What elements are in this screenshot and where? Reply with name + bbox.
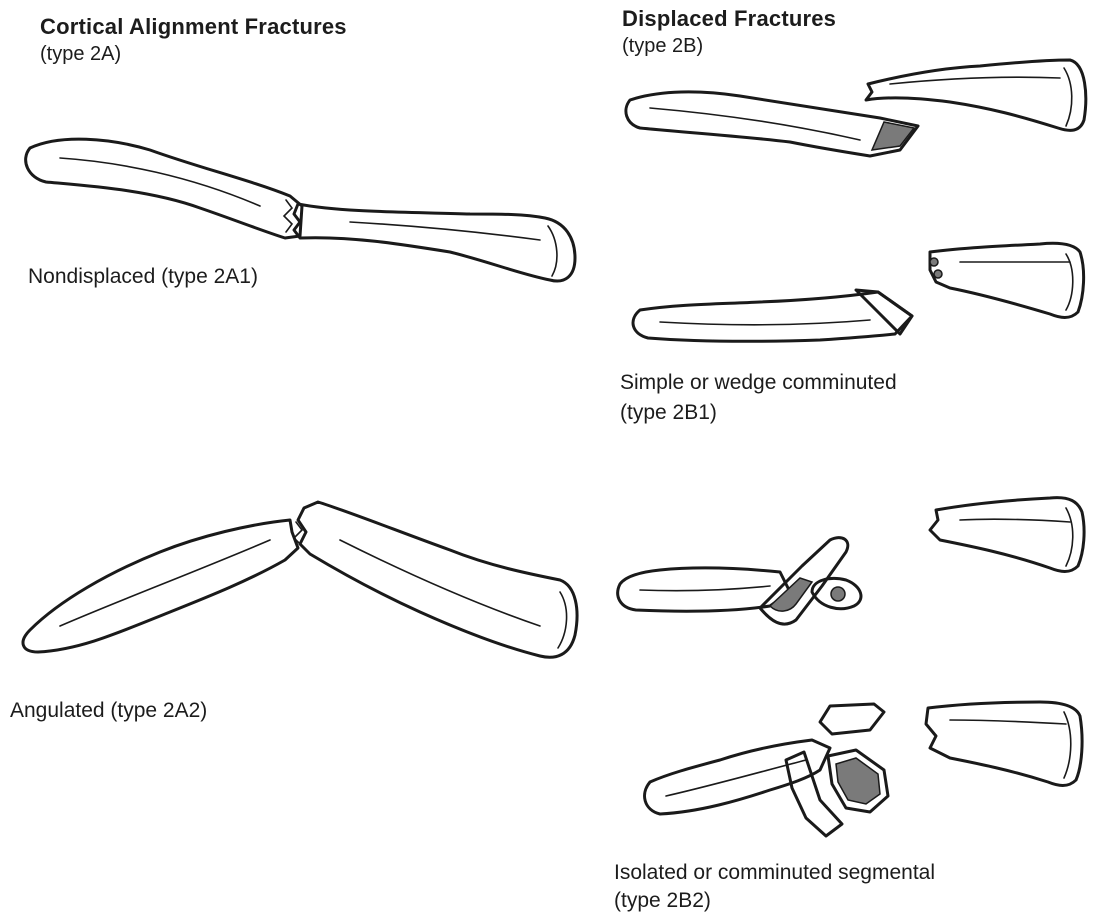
- left-heading: Cortical Alignment Fractures: [40, 16, 347, 38]
- bone-segmental-upper: [618, 498, 1084, 624]
- caption-nondisplaced: Nondisplaced (type 2A1): [28, 266, 258, 287]
- bone-wedge-comminuted: [633, 243, 1084, 341]
- caption-segmental-line2: (type 2B2): [614, 890, 711, 911]
- right-heading: Displaced Fractures: [622, 8, 836, 30]
- caption-segmental-line1: Isolated or comminuted segmental: [614, 862, 935, 883]
- caption-wedge-comminuted-line1: Simple or wedge comminuted: [620, 372, 897, 393]
- caption-wedge-comminuted-line2: (type 2B1): [620, 402, 717, 423]
- bone-segmental-lower: [645, 702, 1083, 836]
- caption-angulated: Angulated (type 2A2): [10, 700, 207, 721]
- bone-angulated: [23, 502, 577, 657]
- left-subheading: (type 2A): [40, 44, 121, 64]
- bone-displaced: [626, 60, 1086, 156]
- right-subheading: (type 2B): [622, 36, 703, 56]
- bone-nondisplaced: [26, 139, 575, 281]
